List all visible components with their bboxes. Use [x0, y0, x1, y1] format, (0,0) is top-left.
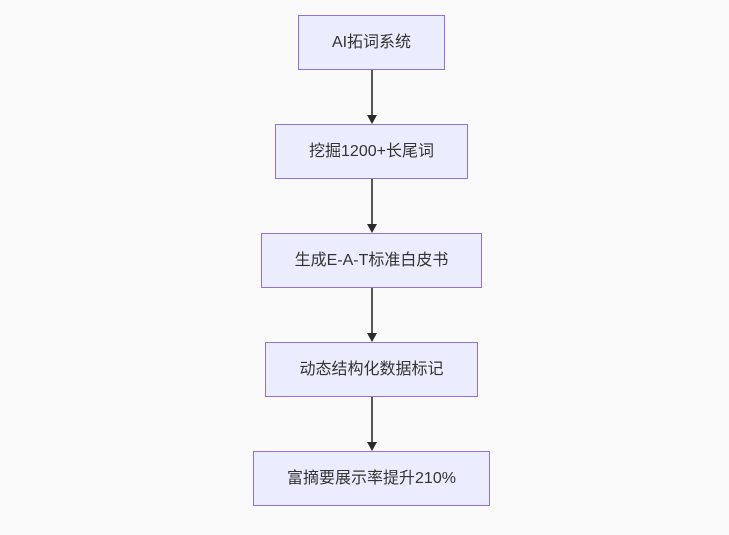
flow-edge-4: [366, 397, 377, 451]
flow-column: AI拓词系统 挖掘1200+长尾词 生成E-A-T标准白皮书 动态结构化数据标记: [7, 15, 729, 506]
flow-node-label: 挖掘1200+长尾词: [309, 142, 434, 160]
flow-node-label: AI拓词系统: [331, 33, 412, 51]
flow-edge-2: [366, 179, 377, 233]
flow-edge-1: [366, 70, 377, 124]
edge-line: [370, 397, 373, 443]
arrowhead-down-icon: [366, 333, 377, 342]
arrowhead-down-icon: [366, 115, 377, 124]
flow-node-label: 动态结构化数据标记: [299, 360, 444, 378]
flow-node-longtail-mining: 挖掘1200+长尾词: [275, 124, 468, 179]
flow-node-structured-data: 动态结构化数据标记: [265, 342, 478, 397]
arrowhead-down-icon: [366, 442, 377, 451]
edge-line: [370, 70, 373, 116]
flow-node-eat-whitepaper: 生成E-A-T标准白皮书: [260, 233, 483, 288]
edge-line: [370, 288, 373, 334]
arrowhead-down-icon: [366, 224, 377, 233]
flow-node-ai-word-system: AI拓词系统: [297, 15, 446, 70]
flow-node-label: 富摘要展示率提升210%: [287, 469, 456, 487]
flow-edge-3: [366, 288, 377, 342]
flow-node-rich-snippet-result: 富摘要展示率提升210%: [253, 451, 490, 506]
flow-node-label: 生成E-A-T标准白皮书: [294, 251, 449, 269]
edge-line: [370, 179, 373, 225]
